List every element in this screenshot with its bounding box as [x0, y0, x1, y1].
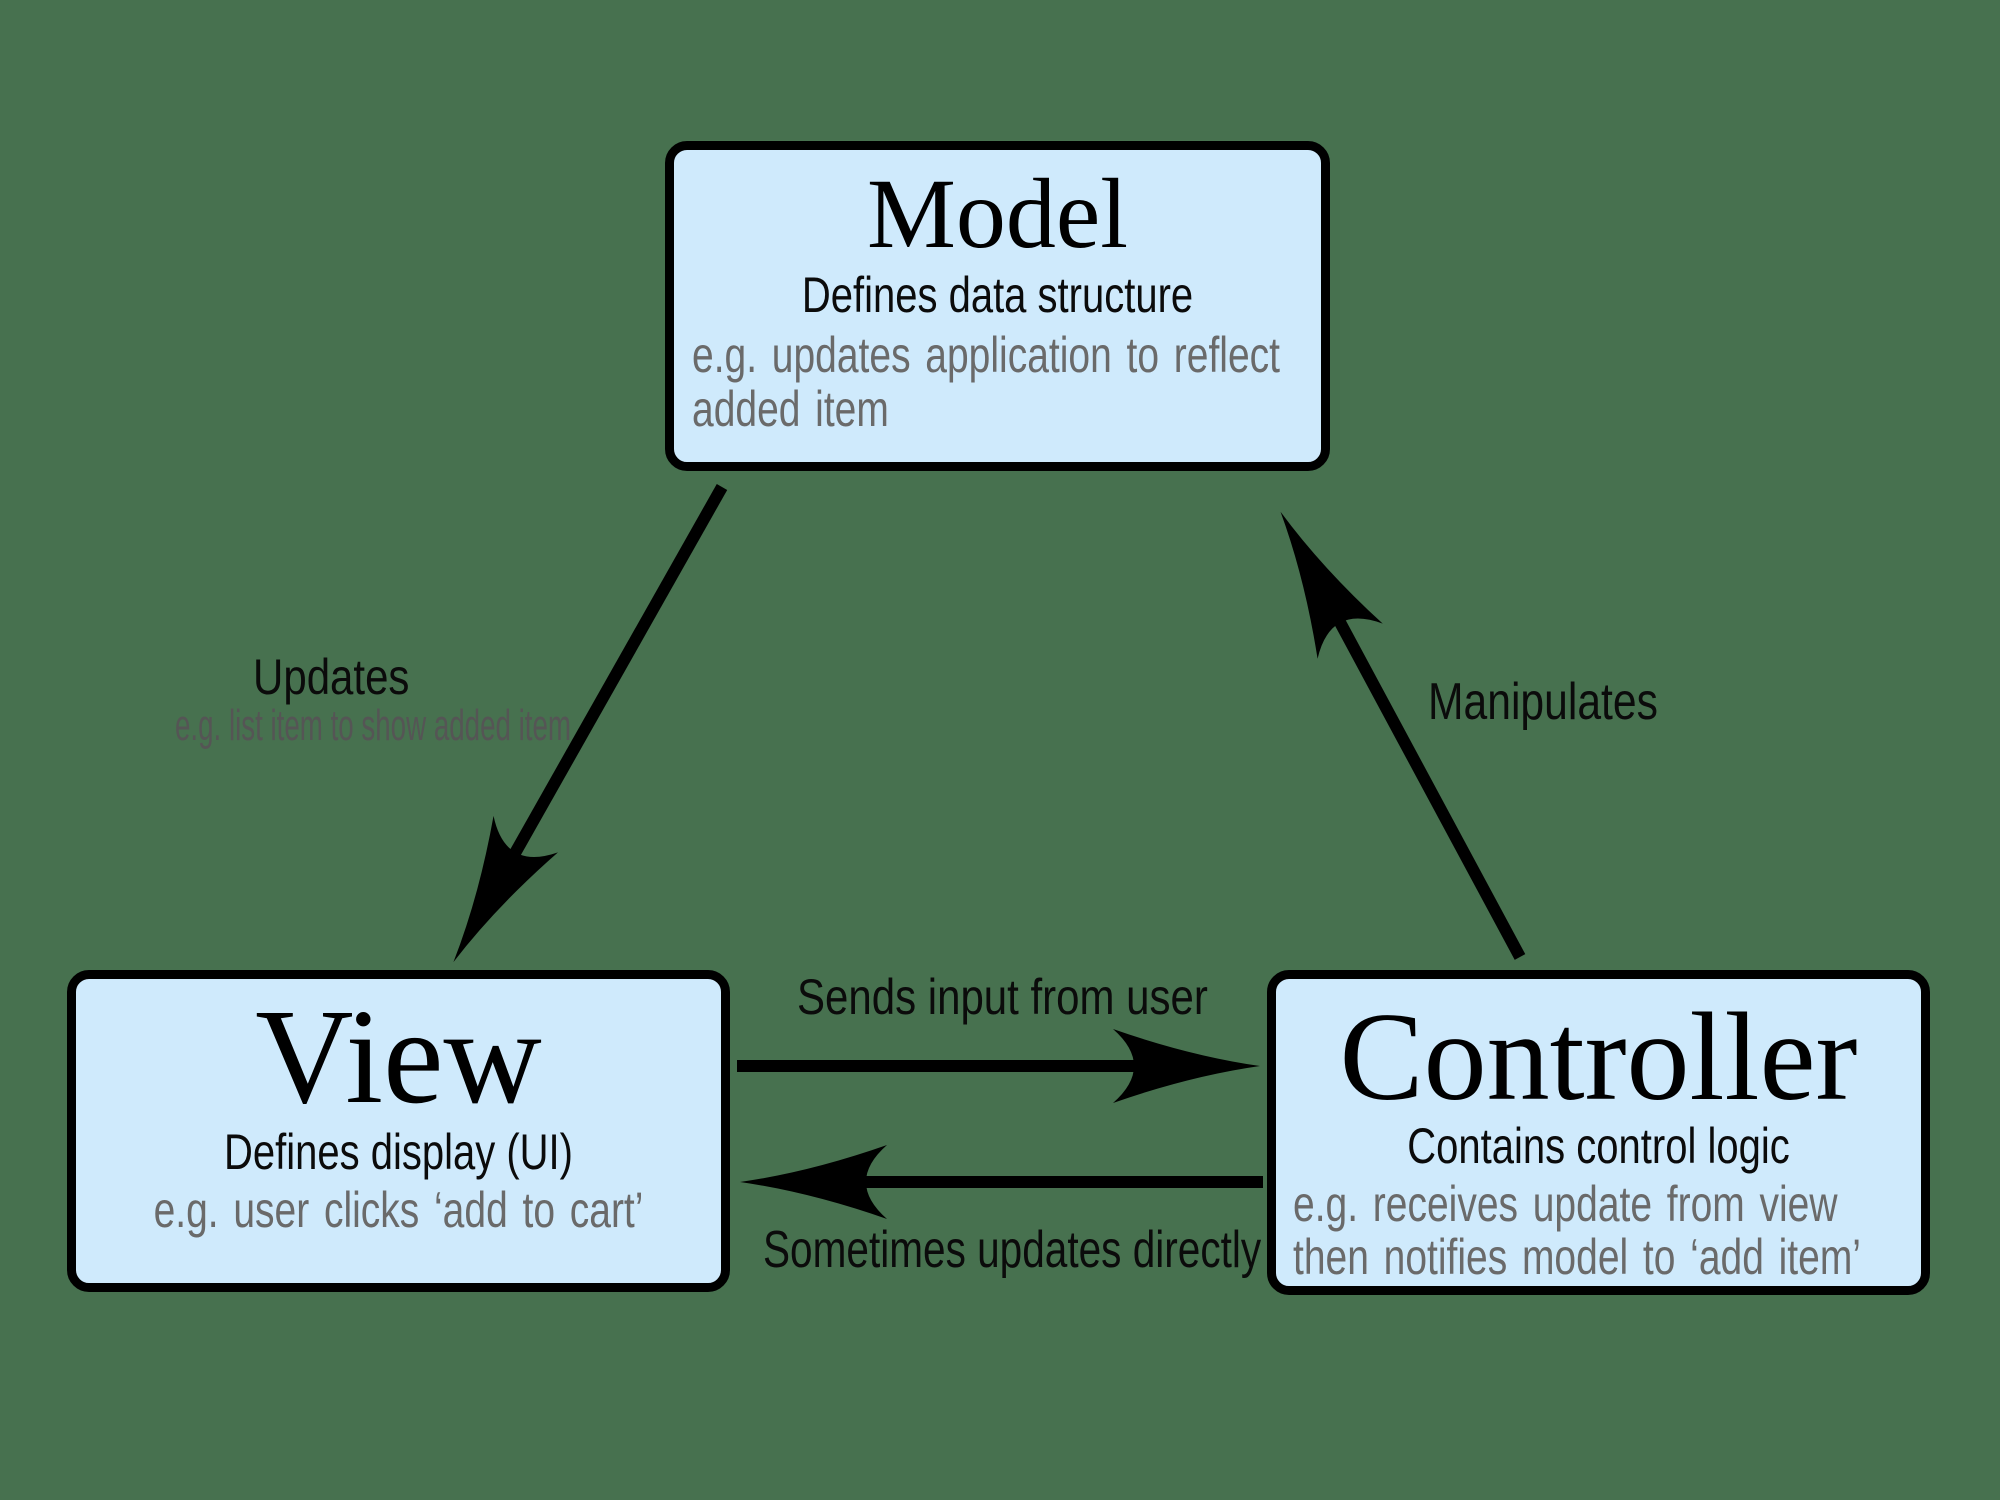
- view-example-line: e.g. user clicks ‘add to cart’: [153, 1182, 644, 1238]
- arrow-controller-to-model: [1280, 511, 1526, 960]
- sometimes-updates-label: Sometimes updates directly: [763, 1221, 1262, 1279]
- arrow-model-to-view: [453, 484, 728, 963]
- controller-subtitle: Contains control logic: [1407, 1118, 1790, 1174]
- view-example: e.g. user clicks ‘add to cart’: [76, 1183, 721, 1237]
- view-box: View Defines display (UI) e.g. user clic…: [67, 970, 730, 1292]
- updates-label: Updates: [253, 649, 410, 705]
- sends-input-label: Sends input from user: [797, 969, 1208, 1025]
- model-box: Model Defines data structure e.g. update…: [665, 141, 1330, 471]
- controller-example-line1: e.g. receives update from view: [1293, 1176, 1838, 1232]
- view-subtitle: Defines display (UI): [223, 1124, 574, 1180]
- model-example-line1: e.g. updates application to reflect: [692, 327, 1280, 383]
- model-subtitle: Defines data structure: [801, 267, 1194, 323]
- view-title: View: [255, 982, 542, 1132]
- controller-box: Controller Contains control logic e.g. r…: [1267, 970, 1930, 1295]
- model-example: e.g. updates application to reflect adde…: [674, 328, 1321, 436]
- model-example-line2: added item: [692, 381, 889, 437]
- updates-sublabel: e.g. list item to show added item: [175, 701, 571, 750]
- controller-example: e.g. receives update from view then noti…: [1276, 1178, 1921, 1284]
- controller-example-line2: then notifies model to ‘add item’: [1293, 1229, 1861, 1285]
- model-title: Model: [866, 158, 1129, 269]
- controller-title: Controller: [1339, 988, 1858, 1127]
- manipulates-label: Manipulates: [1428, 673, 1658, 731]
